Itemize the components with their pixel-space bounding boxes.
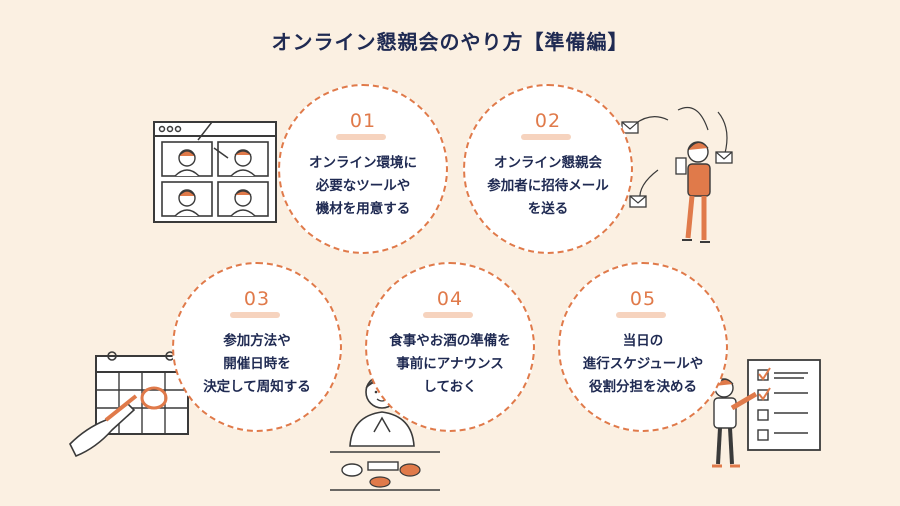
step-text: 当日の 進行スケジュールや 役割分担を決める: [582, 333, 704, 395]
step-number: 02: [534, 110, 562, 132]
step-circle-02: 02 オンライン懇親会 参加者に招待メール を送る: [463, 84, 633, 254]
calendar-icon: [69, 351, 189, 458]
video-call-icon: [153, 121, 277, 223]
number-underline: [336, 134, 386, 140]
step-number: 05: [629, 288, 657, 310]
step-text: 参加方法や 開催日時を 決定して周知する: [203, 333, 311, 395]
step-number: 04: [436, 288, 464, 310]
page-title: オンライン懇親会のやり方【準備編】: [271, 30, 629, 54]
step-circle-03: 03 参加方法や 開催日時を 決定して周知する: [172, 262, 342, 432]
step-number: 03: [243, 288, 271, 310]
step-text: オンライン環境に 必要なツールや 機材を用意する: [309, 155, 417, 217]
step-text: オンライン懇親会 参加者に招待メール を送る: [487, 155, 609, 217]
step-text: 食事やお酒の準備を 事前にアナウンス しておく: [389, 333, 511, 395]
step-number: 01: [349, 110, 377, 132]
step-circle-01: 01 オンライン環境に 必要なツールや 機材を用意する: [278, 84, 448, 254]
step-circle-05: 05 当日の 進行スケジュールや 役割分担を決める: [558, 262, 728, 432]
mail-sending-person-icon: [621, 106, 733, 243]
checklist-person-icon: [712, 359, 821, 468]
number-underline: [521, 134, 571, 140]
number-underline: [423, 312, 473, 318]
step-circle-04: 04 食事やお酒の準備を 事前にアナウンス しておく: [365, 262, 535, 432]
number-underline: [230, 312, 280, 318]
number-underline: [616, 312, 666, 318]
